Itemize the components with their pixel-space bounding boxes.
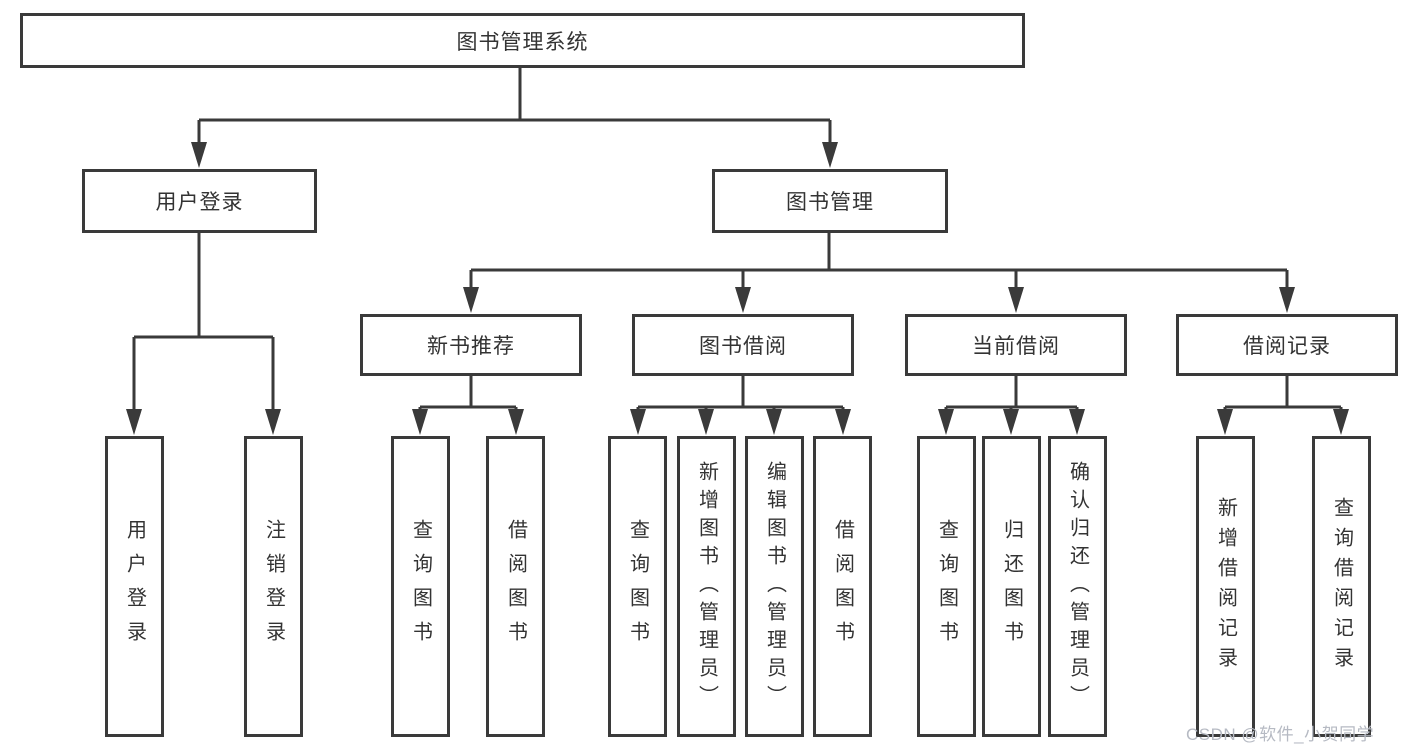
arrowhead-icon xyxy=(191,142,207,168)
arrowhead-icon xyxy=(938,409,954,435)
node-book-borrowing: 图书借阅 xyxy=(632,314,854,376)
node-new-book-recommend: 新书推荐 xyxy=(360,314,582,376)
node-current-borrowing-label: 当前借阅 xyxy=(972,335,1060,358)
leaf-query-borrow-record-label: 查询借阅记录 xyxy=(1330,496,1353,677)
leaf-confirm-return-admin: 确认归还（管理员） xyxy=(1048,436,1107,737)
leaf-confirm-return-admin-label: 确认归还（管理员） xyxy=(1066,460,1089,713)
arrowheads xyxy=(126,142,1349,435)
leaf-return-books-label: 归还图书 xyxy=(1000,518,1023,655)
leaf-logout: 注销登录 xyxy=(244,436,303,737)
arrowhead-icon xyxy=(835,409,851,435)
node-new-book-recommend-label: 新书推荐 xyxy=(427,335,515,358)
leaf-return-books: 归还图书 xyxy=(982,436,1041,737)
arrowhead-icon xyxy=(630,409,646,435)
arrowhead-icon xyxy=(735,287,751,313)
watermark: CSDN @软件_小贺同学 xyxy=(1186,725,1375,744)
leaf-borrow-books-recommend: 借阅图书 xyxy=(486,436,545,737)
leaf-add-borrow-record-label: 新增借阅记录 xyxy=(1214,496,1237,677)
arrowhead-icon xyxy=(698,409,714,435)
arrowhead-icon xyxy=(463,287,479,313)
arrowhead-icon xyxy=(766,409,782,435)
leaf-edit-books-admin: 编辑图书（管理员） xyxy=(745,436,804,737)
arrowhead-icon xyxy=(1069,409,1085,435)
node-book-management-label: 图书管理 xyxy=(786,191,874,214)
leaf-query-books-current: 查询图书 xyxy=(917,436,976,737)
connector-bookmgmt-to-level3 xyxy=(469,233,1289,292)
arrowhead-icon xyxy=(126,409,142,435)
leaf-query-books-recommend-label: 查询图书 xyxy=(409,518,432,655)
leaf-borrow-books-borrowing-label: 借阅图书 xyxy=(831,518,854,655)
leaf-add-books-admin-label: 新增图书（管理员） xyxy=(695,460,718,713)
leaf-edit-books-admin-label: 编辑图书（管理员） xyxy=(763,460,786,713)
connector-root-to-level2 xyxy=(197,68,832,148)
node-borrowing-records-label: 借阅记录 xyxy=(1243,335,1331,358)
arrowhead-icon xyxy=(508,409,524,435)
connector-level3-stems xyxy=(420,376,1341,409)
arrowhead-icon xyxy=(412,409,428,435)
arrowhead-icon xyxy=(1008,287,1024,313)
leaf-add-books-admin: 新增图书（管理员） xyxy=(677,436,736,737)
leaf-query-books-borrowing: 查询图书 xyxy=(608,436,667,737)
node-current-borrowing: 当前借阅 xyxy=(905,314,1127,376)
node-user-login-label: 用户登录 xyxy=(155,191,244,214)
node-root: 图书管理系统 xyxy=(20,13,1025,68)
connector-userlogin-to-leaves xyxy=(132,233,275,414)
node-user-login: 用户登录 xyxy=(82,169,317,233)
leaf-query-books-current-label: 查询图书 xyxy=(935,518,958,655)
leaf-user-login: 用户登录 xyxy=(105,436,164,737)
arrowhead-icon xyxy=(265,409,281,435)
node-borrowing-records: 借阅记录 xyxy=(1176,314,1398,376)
node-book-management: 图书管理 xyxy=(712,169,948,233)
leaf-query-books-borrowing-label: 查询图书 xyxy=(626,518,649,655)
leaf-logout-label: 注销登录 xyxy=(262,518,285,655)
arrowhead-icon xyxy=(1217,409,1233,435)
node-book-borrowing-label: 图书借阅 xyxy=(699,335,787,358)
leaf-query-books-recommend: 查询图书 xyxy=(391,436,450,737)
arrowhead-icon xyxy=(1003,409,1019,435)
connector-leaf-shafts xyxy=(418,407,1343,414)
leaf-user-login-label: 用户登录 xyxy=(123,518,146,655)
node-root-label: 图书管理系统 xyxy=(456,30,589,54)
leaf-query-borrow-record: 查询借阅记录 xyxy=(1312,436,1371,737)
leaf-borrow-books-borrowing: 借阅图书 xyxy=(813,436,872,737)
arrowhead-icon xyxy=(1279,287,1295,313)
leaf-add-borrow-record: 新增借阅记录 xyxy=(1196,436,1255,737)
arrowhead-icon xyxy=(822,142,838,168)
leaf-borrow-books-recommend-label: 借阅图书 xyxy=(504,518,527,655)
arrowhead-icon xyxy=(1333,409,1349,435)
